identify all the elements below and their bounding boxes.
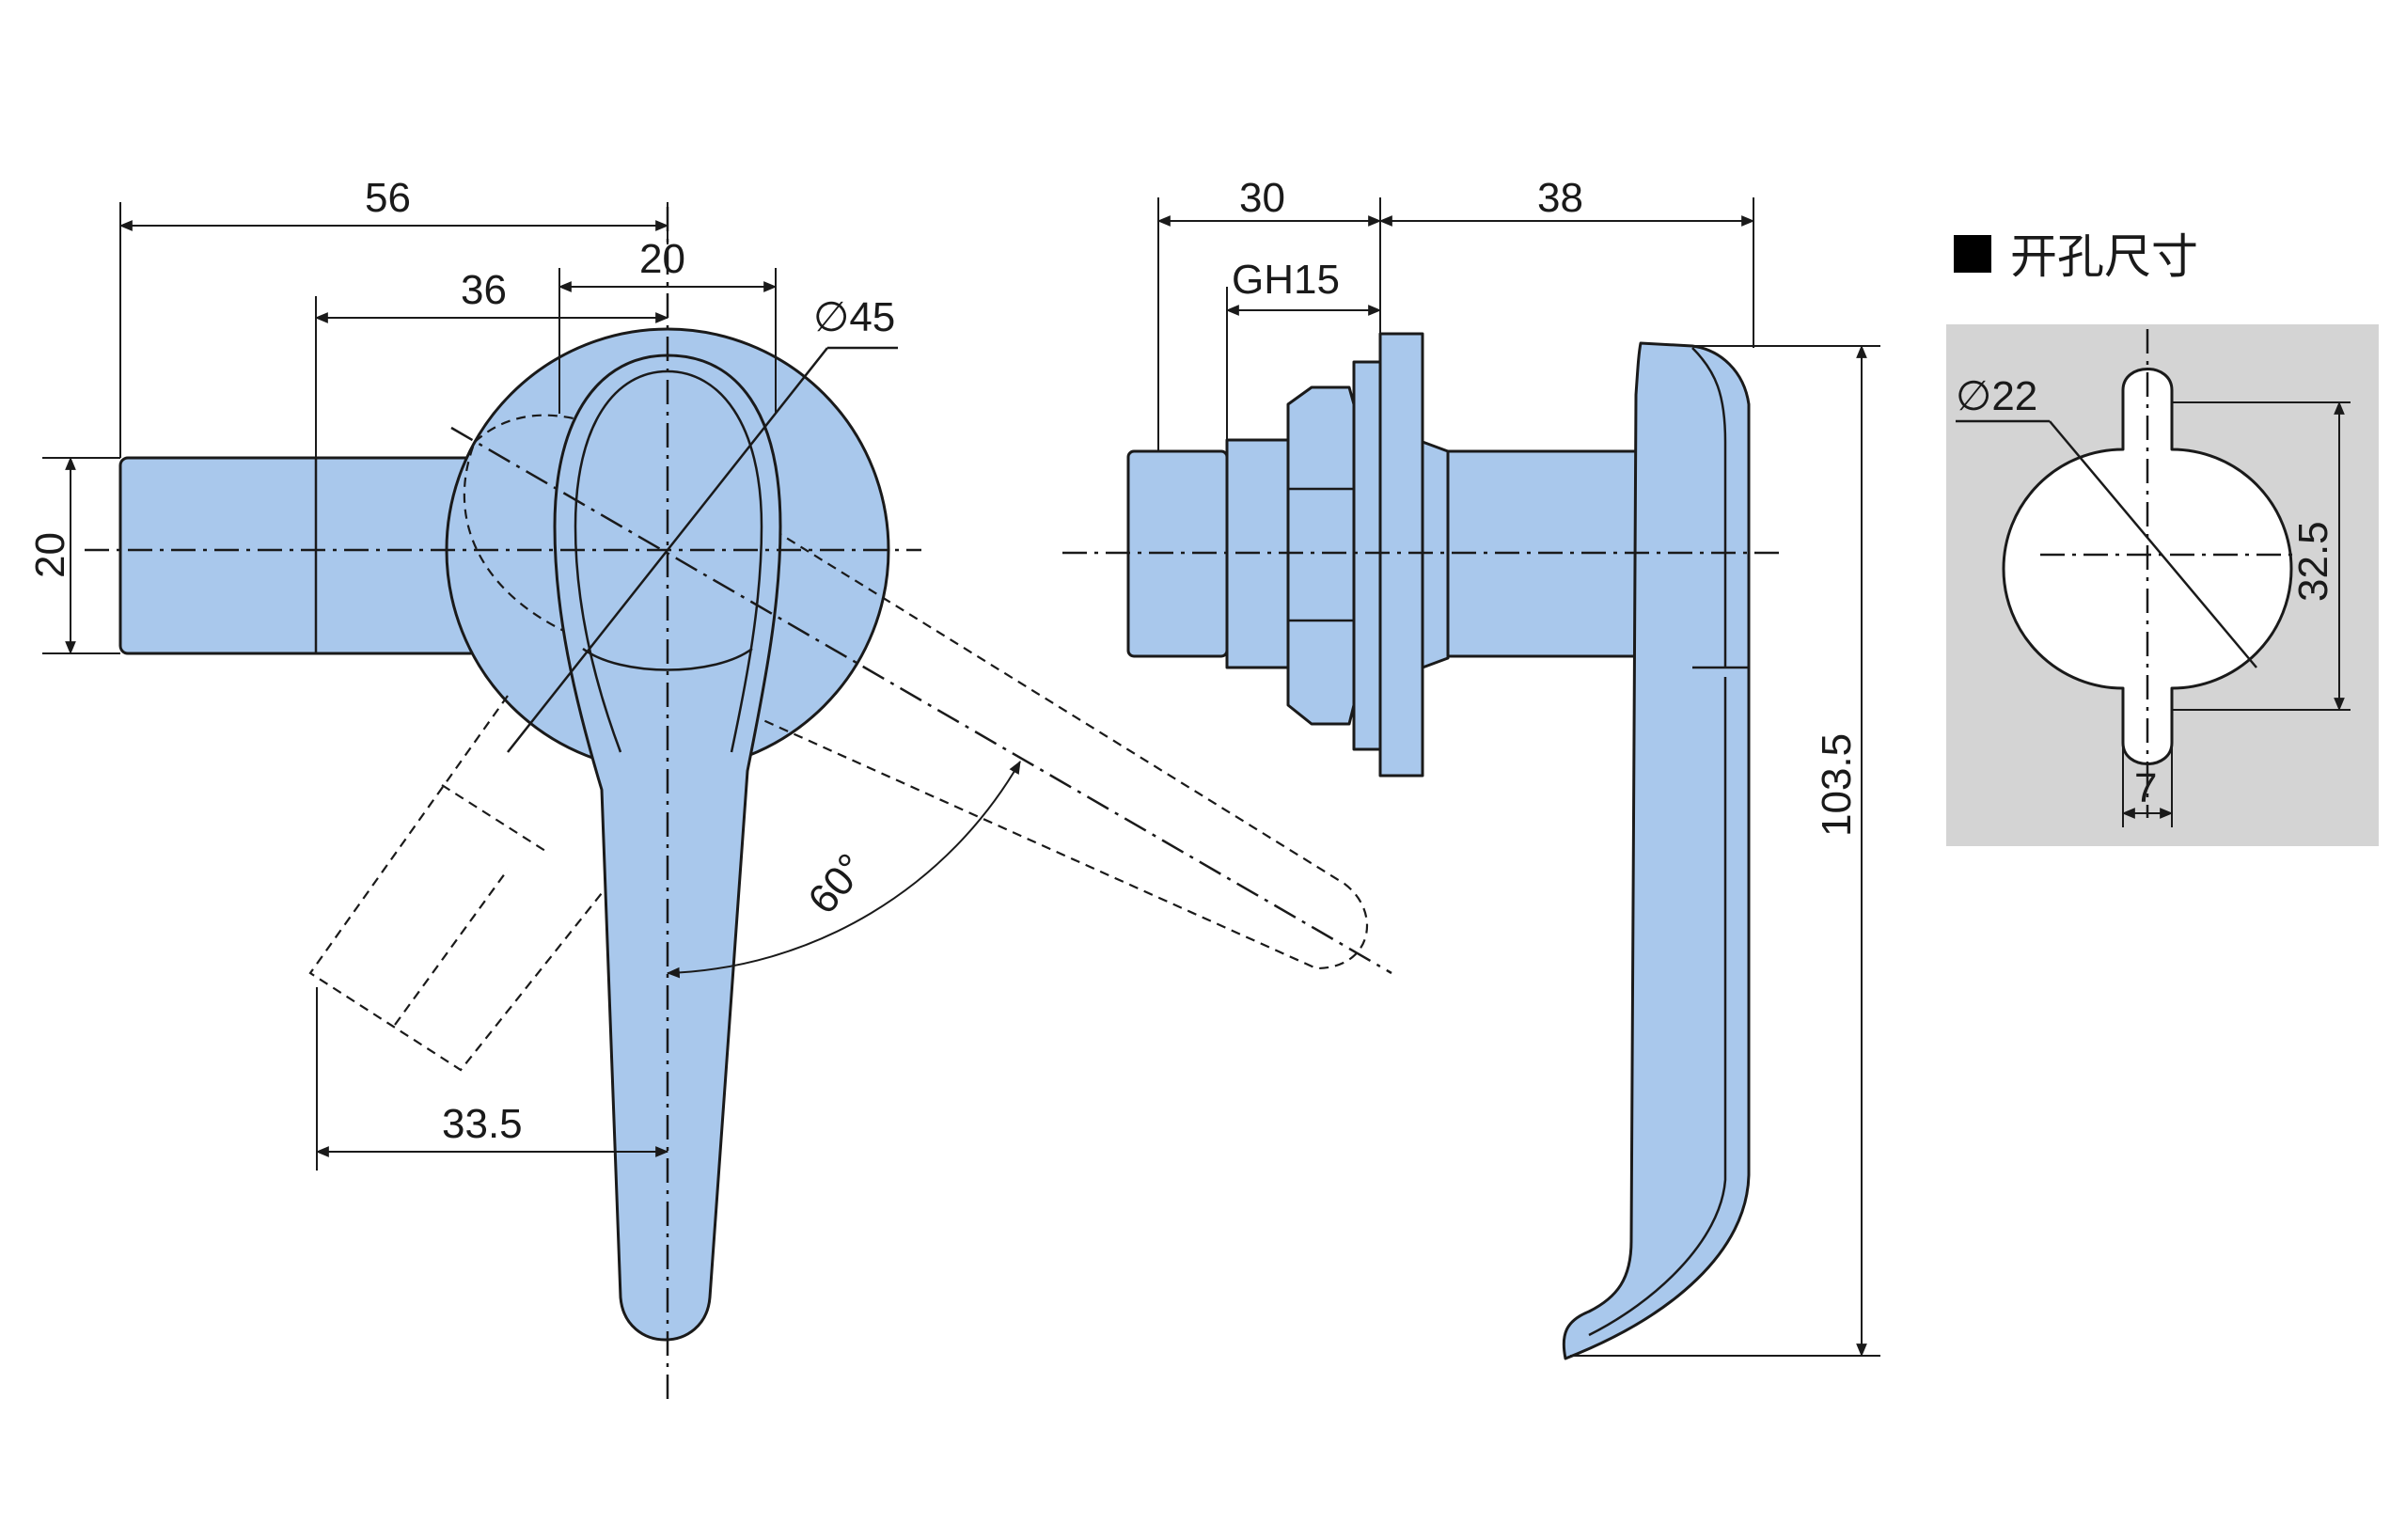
dim-30-label: 30 <box>1239 175 1285 221</box>
rotated-centerline <box>450 426 1392 975</box>
cutout-title: 开孔尺寸 <box>2010 229 2198 284</box>
handle-inner-right <box>667 369 763 753</box>
cutout-height-label: 32.5 <box>2290 521 2336 602</box>
side-handle-inner <box>1691 347 1727 668</box>
dim-20-top-label: 20 <box>639 236 685 282</box>
dim-gh15-label: GH15 <box>1232 257 1340 303</box>
dim-20-left-label: 20 <box>27 532 73 578</box>
angle-60-label: 60° <box>799 845 874 922</box>
angle-arc <box>666 760 1021 979</box>
front-view: ∅45 60° 56 36 20 20 33.5 <box>27 175 1392 1401</box>
cutout-diameter-label: ∅22 <box>1956 373 2037 419</box>
dim-33-5-label: 33.5 <box>442 1101 523 1147</box>
rotated-handle-outline <box>463 414 1368 970</box>
side-collar <box>1421 440 1450 669</box>
diameter-leader <box>507 347 828 753</box>
side-flange <box>1378 332 1424 778</box>
rotated-shaft-outline <box>308 695 603 1072</box>
handle-lower-arc <box>582 647 753 671</box>
title-square-marker <box>1954 235 1991 273</box>
dim-38-label: 38 <box>1537 175 1583 221</box>
cutout-width-label: 7 <box>2134 765 2157 811</box>
side-handle <box>1562 341 1751 1360</box>
side-handle-curve <box>1588 677 1727 1337</box>
side-hex-nut <box>1286 385 1356 726</box>
cutout-detail: 开孔尺寸 ∅22 32.5 7 <box>1946 229 2379 846</box>
front-shaft <box>118 456 480 655</box>
cutout-dia-leader <box>2049 420 2257 668</box>
dim-103-5-label: 103.5 <box>1814 733 1860 837</box>
side-view: 30 38 GH15 103.5 <box>1062 175 1880 1360</box>
side-washer <box>1352 360 1382 751</box>
dim-36-label: 36 <box>461 267 507 313</box>
dim-56-label: 56 <box>365 175 411 221</box>
rotated-shaft-line <box>394 869 509 1026</box>
rotated-shaft-step <box>441 784 546 852</box>
handle-inner-left <box>574 369 668 753</box>
diameter-45-label: ∅45 <box>813 294 895 340</box>
